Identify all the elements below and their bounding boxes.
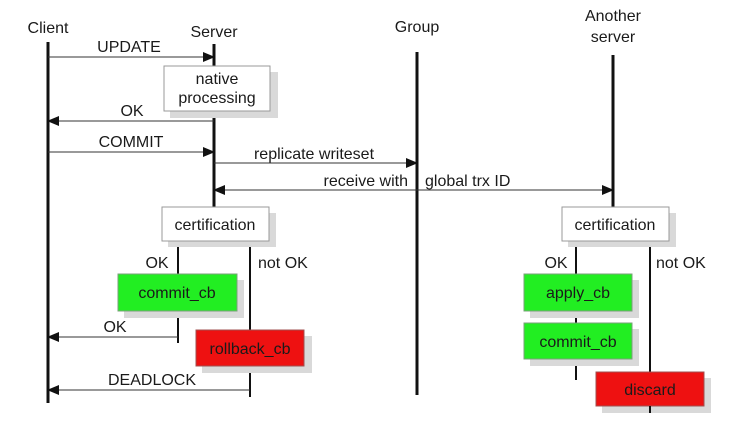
participant-another-server-line2: server	[591, 29, 636, 46]
ok-label-2: OK	[103, 319, 126, 336]
another-not-ok-label: not OK	[656, 255, 706, 272]
replicate-writeset-label: replicate writeset	[254, 146, 375, 163]
rollback-cb-box	[195, 329, 305, 367]
commit-cb-box-server	[117, 273, 238, 312]
discard-box	[595, 371, 705, 407]
commit-label: COMMIT	[99, 134, 164, 151]
certification-box-server	[161, 206, 270, 242]
native-processing-box	[163, 65, 271, 112]
commit-cb-box-another	[523, 322, 633, 360]
commit-cb-label-server: commit_cb	[138, 285, 215, 302]
server-not-ok-label: not OK	[258, 255, 308, 272]
certification-label-server: certification	[175, 217, 256, 234]
participant-another-server-line1: Another	[585, 8, 642, 25]
apply-cb-label: apply_cb	[546, 285, 610, 302]
native-processing-line2: processing	[178, 90, 255, 107]
certification-label-another: certification	[575, 217, 656, 234]
update-label: UPDATE	[97, 39, 161, 56]
discard-label: discard	[624, 382, 676, 399]
certification-box-another	[561, 206, 670, 242]
participant-server: Server	[190, 24, 238, 41]
deadlock-label: DEADLOCK	[108, 372, 196, 389]
native-processing-line1: native	[196, 71, 239, 88]
receive-label-right: global trx ID	[425, 173, 510, 190]
ok-label-1: OK	[120, 103, 143, 120]
server-ok-label: OK	[145, 255, 168, 272]
commit-cb-label-another: commit_cb	[539, 334, 616, 351]
participant-group: Group	[395, 19, 440, 36]
apply-cb-box	[523, 273, 633, 312]
another-ok-label: OK	[544, 255, 567, 272]
rollback-cb-label: rollback_cb	[210, 341, 291, 358]
receive-label-left: receive with	[324, 173, 408, 190]
participant-client: Client	[28, 20, 69, 37]
